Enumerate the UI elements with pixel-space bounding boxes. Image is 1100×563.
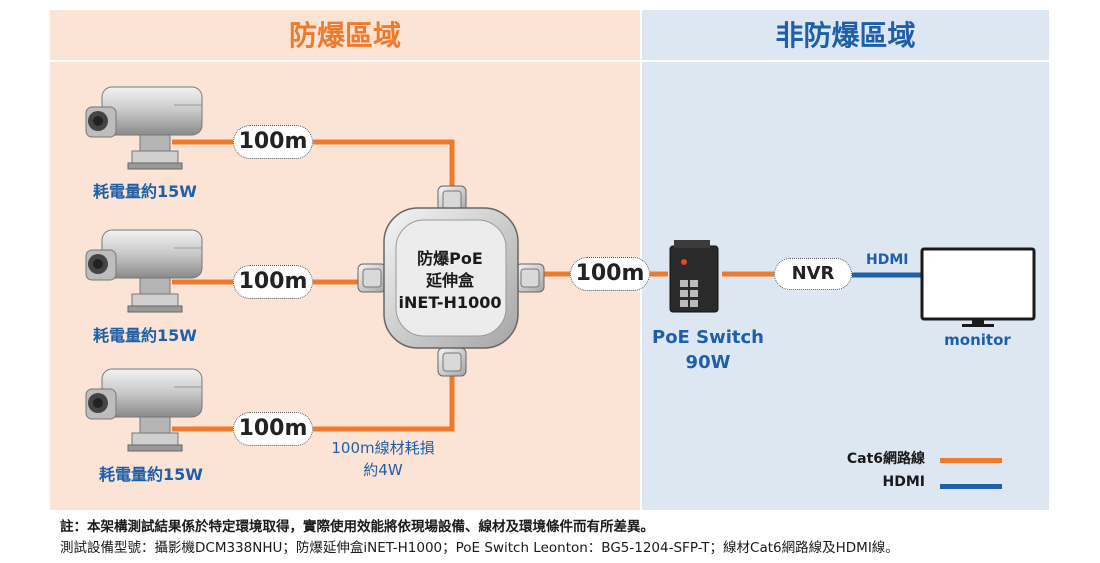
legend-cat6-swatch — [940, 458, 1002, 463]
footnote: 註：本架構測試結果係於特定環境取得，實際使用效能將依現場設備、線材及環境條件而有… — [60, 517, 899, 559]
poe-switch-name: PoE Switch — [652, 327, 764, 348]
camera-icon — [85, 368, 203, 452]
junction-box-label: 防爆PoE 延伸盒 iNET-H1000 — [395, 248, 505, 314]
poe-switch-icon — [669, 240, 719, 313]
camera-1-power: 耗電量約15W — [93, 182, 197, 201]
poe-switch-power: 90W — [685, 352, 731, 373]
camera-icon — [85, 229, 203, 313]
legend-hdmi: HDMI — [820, 474, 1020, 496]
hazardous-zone-title: 防爆區域 — [50, 10, 640, 62]
legend-hdmi-label: HDMI — [882, 474, 925, 490]
footnote-disclaimer: 註：本架構測試結果係於特定環境取得，實際使用效能將依現場設備、線材及環境條件而有… — [60, 519, 654, 535]
junction-box-line2: 延伸盒 — [425, 271, 474, 290]
distance-label-uplink: 100m — [570, 257, 650, 291]
monitor-icon — [920, 247, 1036, 327]
footnote-equipment: 測試設備型號：攝影機DCM338NHU；防爆延伸盒iNET-H1000；PoE … — [60, 540, 899, 556]
legend-cat6: Cat6網路線 — [820, 448, 1020, 470]
legend-cat6-label: Cat6網路線 — [846, 451, 925, 467]
cable-loss-line2: 約4W — [363, 461, 403, 479]
distance-label-camera-2: 100m — [233, 265, 313, 299]
poe-switch-label: PoE Switch 90W — [648, 325, 768, 375]
monitor-label: monitor — [944, 331, 1011, 349]
junction-box-icon — [357, 185, 545, 377]
cable-loss-line1: 100m線材耗損 — [331, 439, 435, 457]
junction-box-line1: 防爆PoE — [417, 249, 483, 268]
legend-hdmi-swatch — [940, 484, 1002, 489]
cat6-cables — [172, 139, 774, 432]
camera-2-power: 耗電量約15W — [93, 326, 197, 345]
camera-icon — [85, 86, 203, 170]
non-hazardous-zone-title: 非防爆區域 — [642, 10, 1049, 62]
hdmi-tag: HDMI — [866, 252, 909, 268]
camera-3-power: 耗電量約15W — [99, 465, 203, 484]
distance-label-camera-3: 100m — [233, 412, 313, 446]
nvr-label: NVR — [774, 258, 852, 290]
distance-label-camera-1: 100m — [233, 125, 313, 159]
junction-box-model: iNET-H1000 — [398, 293, 502, 312]
cable-loss-label: 100m線材耗損 約4W — [318, 437, 448, 481]
